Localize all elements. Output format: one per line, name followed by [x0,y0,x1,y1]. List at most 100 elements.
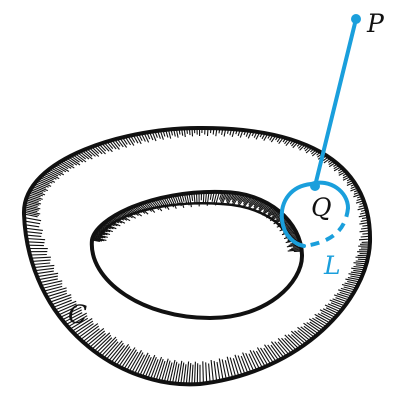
hatch-stroke [123,349,137,370]
hatch-stroke [42,174,54,181]
hatch-stroke [69,317,89,330]
hatch-stroke [303,145,308,150]
hatch-stroke [306,322,321,333]
hatch-stroke [66,157,78,166]
hatch-stroke [345,278,360,283]
hatch-stroke [38,275,58,281]
hatch-stroke [138,133,143,141]
hatch-stroke [26,197,39,203]
hatch-stroke [270,341,285,358]
hatch-stroke [263,133,269,141]
hatch-stroke [225,191,230,200]
hatch-stroke [204,191,208,205]
hatch-stroke [32,262,51,266]
hatch-stroke [252,200,264,212]
hatch-stroke [249,349,260,370]
hatch-stroke [191,364,194,385]
hatch-stroke [281,229,296,236]
hatch-stroke [92,236,107,241]
hatch-stroke [24,220,41,225]
hatch-stroke [108,342,124,362]
hatch-stroke [360,219,369,222]
hatch-stroke [327,303,343,311]
hatch-stroke [147,356,157,379]
hatch-stroke [132,134,139,144]
hatch-stroke [245,352,255,372]
hatch-stroke [208,363,211,383]
hatch-stroke [338,167,343,172]
hatch-stroke [262,205,272,213]
hatch-stroke [291,140,297,147]
loop-construction [279,14,361,248]
hatch-stroke [41,175,56,183]
hatch-stroke [277,338,292,354]
hatch-stroke [103,142,113,153]
hatch-stroke [25,200,40,206]
hatch-stroke [304,146,311,152]
hatch-stroke [24,204,41,210]
hatch-stroke [33,184,49,192]
hatch-stroke [160,358,169,382]
hatch-stroke [45,171,60,180]
hatch-stroke [44,172,57,180]
hatch-stroke [211,191,215,202]
hatch-stroke [255,350,266,367]
hatch-stroke [232,193,241,206]
hatch-stroke [296,142,301,147]
hatch-stroke [270,135,277,143]
hatch-stroke [24,224,40,228]
hatch-stroke [25,231,43,234]
hatch-stroke [205,362,208,384]
hatch-stroke [262,205,273,214]
hatch-stroke [24,206,39,211]
hatch-stroke [26,195,41,202]
hatch-stroke [319,309,336,318]
hatch-stroke [267,207,276,213]
hatch-stroke [336,293,351,299]
hatch-stroke [158,360,166,382]
hatch-stroke [284,337,297,351]
hatch-stroke [173,128,176,137]
hatch-stroke [167,129,172,139]
hatch-stroke [218,358,224,381]
point-p-dot [351,14,361,24]
hatch-stroke [305,147,313,154]
hatch-stroke [226,192,233,204]
hatch-stroke [231,129,235,138]
hatch-stroke [297,330,311,342]
hatch-stroke [251,131,255,137]
hatch-stroke [237,193,243,201]
hatch-stroke [213,191,218,204]
hatch-stroke [358,238,371,241]
hatch-stroke [86,330,106,347]
hatch-stroke [100,339,118,357]
hatch-stroke [162,129,166,137]
hatch-stroke [130,135,136,143]
hatch-stroke [329,299,346,307]
hatch-stroke [111,139,120,150]
hatch-stroke [93,235,104,239]
hatch-stroke [300,326,315,338]
hatch-stroke [52,166,64,173]
hatch-stroke [93,234,106,239]
hatch-stroke [267,208,277,215]
hatch-stroke [226,128,230,134]
hatch-stroke [285,226,294,231]
hatch-stroke [26,241,45,244]
hatch-stroke [188,363,192,385]
hatch-stroke [92,237,105,242]
hatch-stroke [144,354,156,378]
hatch-stroke [30,189,46,196]
hatch-stroke [350,185,357,190]
hatch-stroke [248,353,258,371]
hatch-stroke [353,269,364,273]
hatch-stroke [298,143,304,149]
hatch-stroke [235,129,238,135]
hatch-stroke [148,131,154,141]
hatch-stroke [103,341,119,359]
hatch-stroke [42,283,63,289]
hatch-stroke [50,167,65,176]
hatch-stroke [248,198,259,210]
hatch-stroke [180,362,185,385]
hatch-stroke [275,135,279,141]
